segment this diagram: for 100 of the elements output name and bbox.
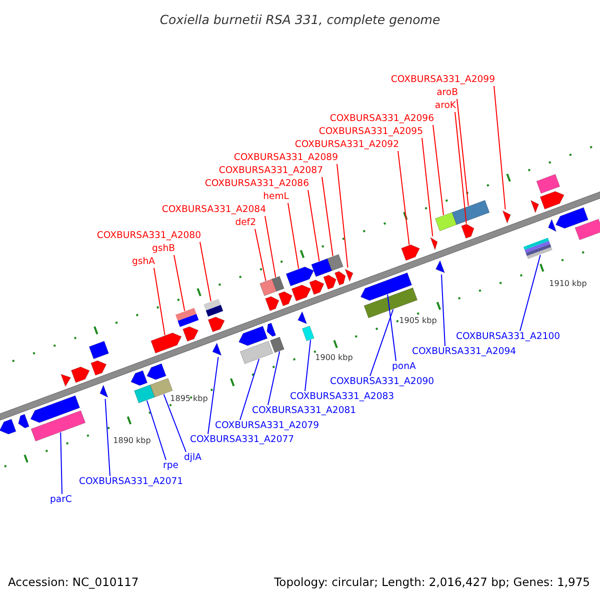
gene-feature: [278, 291, 292, 306]
gene-feature: [265, 296, 280, 311]
gene-feature: [30, 395, 80, 423]
gene-feature: [182, 326, 198, 342]
gene-marker: [60, 374, 71, 387]
scale-label: 1900 kbp: [315, 352, 353, 364]
gene-marker: [548, 219, 556, 232]
leader-line: [146, 400, 166, 460]
gene-label: aroK: [434, 100, 456, 112]
leader-line: [422, 138, 434, 237]
gene-label: COXBURSA331_A2095: [318, 126, 423, 138]
gene-marker: [436, 260, 445, 274]
gene-block: [270, 336, 284, 353]
leader-line: [174, 254, 186, 312]
leader-line: [208, 356, 219, 434]
gene-label: COXBURSA331_A2092: [294, 139, 399, 151]
leader-line: [254, 228, 266, 282]
leader-line: [440, 274, 446, 346]
gene-block: [204, 298, 224, 317]
gene-label: COXBURSA331_A2071: [79, 476, 184, 488]
scale-label: 1905 kbp: [399, 315, 437, 327]
gene-block: [574, 218, 600, 240]
gene-label: rpe: [163, 460, 178, 472]
leader-line: [387, 294, 396, 362]
gene-feature: [150, 332, 182, 354]
gene-label: COXBURSA331_A2094: [412, 346, 516, 358]
gene-label: COXBURSA331_A2084: [162, 204, 266, 216]
gene-label: COXBURSA331_A2087: [218, 165, 323, 177]
gene-feature: [130, 370, 148, 386]
gene-feature: [0, 418, 16, 434]
gene-marker: [100, 384, 108, 398]
gene-label: COXBURSA331_A2089: [234, 152, 338, 164]
gene-feature: [334, 271, 346, 286]
gene-label: COXBURSA331_A2079: [215, 420, 320, 432]
gene-label: def2: [235, 217, 256, 229]
leader-line: [336, 164, 348, 268]
gene-marker: [212, 342, 222, 356]
gene-block: [434, 212, 457, 232]
gene-block: [88, 340, 109, 360]
gene-block: [302, 326, 314, 342]
gene-label: COXBURSA331_A2099: [390, 74, 495, 86]
gene-feature: [309, 280, 324, 295]
leader-line: [60, 432, 62, 494]
leader-line: [494, 86, 506, 210]
gene-block: [523, 238, 552, 259]
leader-line: [163, 394, 186, 452]
gene-block: [311, 258, 332, 277]
leader-line: [308, 190, 320, 262]
gene-feature: [146, 363, 166, 380]
gene-label: gshA: [132, 256, 155, 268]
gene-marker: [344, 268, 354, 282]
scale-label: 1890 kbp: [113, 435, 151, 447]
gene-label: COXBURSA331_A2100: [456, 331, 560, 343]
gene-label: hemL: [263, 191, 289, 203]
gene-feature: [266, 322, 276, 337]
leader-line: [432, 124, 444, 216]
leader-line: [104, 398, 110, 476]
leader-line: [454, 112, 467, 224]
gene-feature: [323, 274, 336, 290]
leader-line: [456, 98, 469, 206]
leader-line: [268, 350, 280, 406]
leader-line: [288, 202, 300, 270]
genome-summary: Topology: circular; Length: 2,016,427 bp; Genes: 1,975: [274, 575, 590, 589]
gene-feature: [208, 316, 225, 332]
gene-block: [240, 340, 274, 364]
gene-label: COXBURSA331_A2096: [330, 113, 434, 125]
gene-label: aroB: [436, 87, 458, 99]
accession-text: Accession: NC_010117: [8, 575, 139, 589]
scale-label: 1910 kbp: [549, 278, 587, 290]
gene-feature: [360, 272, 412, 301]
scale-label: 1895 kbp: [170, 393, 208, 405]
leader-line: [398, 150, 410, 246]
gene-block: [150, 378, 173, 398]
gene-feature: [286, 266, 314, 286]
gene-feature: [90, 360, 107, 376]
gene-label: COXBURSA331_A2083: [290, 391, 394, 403]
gene-feature: [401, 244, 420, 261]
leader-line: [322, 176, 334, 257]
gene-label: gshB: [152, 243, 175, 255]
gene-label: COXBURSA331_A2077: [190, 434, 294, 446]
gene-marker: [430, 237, 438, 250]
gene-label: COXBURSA331_A2086: [204, 178, 309, 190]
leader-line: [304, 339, 312, 392]
gene-block: [175, 308, 199, 327]
gene-label: COXBURSA331_A2090: [330, 376, 434, 388]
leader-line: [240, 358, 260, 420]
gene-feature: [461, 224, 474, 238]
gene-feature: [291, 284, 312, 302]
gene-feature: [556, 207, 588, 229]
title: Coxiella burnetii RSA 331, complete genome: [158, 12, 442, 28]
gene-label: ponA: [392, 361, 416, 373]
leader-line: [370, 308, 394, 376]
gene-label: COXBURSA331_A2081: [252, 405, 356, 417]
gene-block: [260, 278, 277, 296]
gene-label: djlA: [184, 452, 202, 464]
gene-label: parC: [50, 494, 72, 506]
gene-block: [134, 384, 155, 404]
gene-block: [272, 276, 284, 292]
gene-marker: [530, 200, 539, 213]
gene-label: COXBURSA331_A2080: [96, 230, 201, 242]
